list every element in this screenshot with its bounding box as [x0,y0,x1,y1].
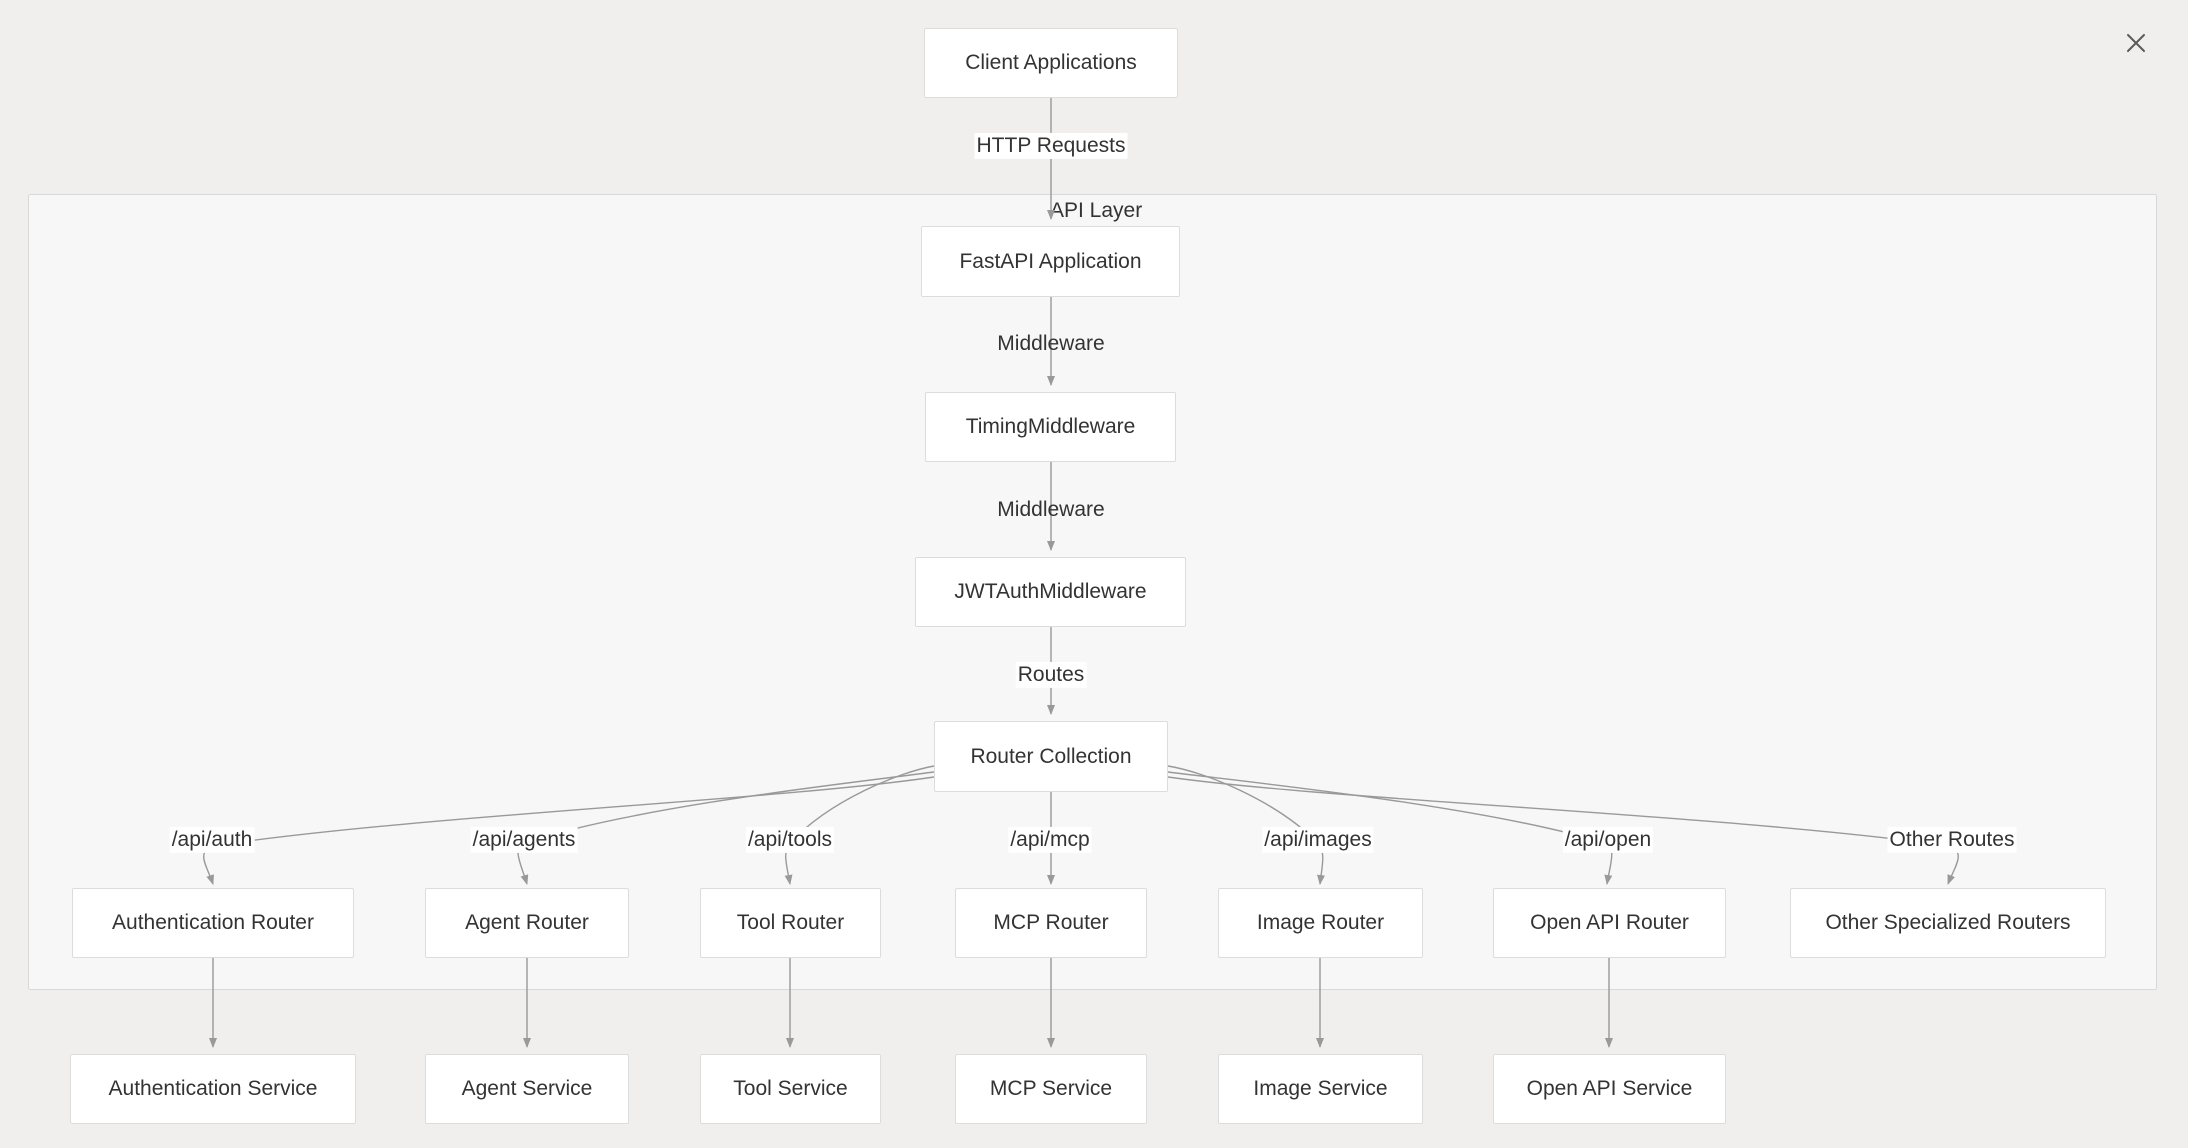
node-open-api-router[interactable]: Open API Router [1493,888,1726,958]
edge-label-middleware-2: Middleware [997,497,1105,521]
edge-label-api-open: /api/open [1562,826,1654,854]
node-authentication-service[interactable]: Authentication Service [70,1054,356,1124]
edge-label-api-agents: /api/agents [470,826,578,854]
subgraph-api-layer-label: API Layer [1050,199,1143,222]
node-agent-service[interactable]: Agent Service [425,1054,629,1124]
edge-label-api-images: /api/images [1262,826,1374,854]
node-fastapi-application[interactable]: FastAPI Application [921,226,1180,297]
node-mcp-service[interactable]: MCP Service [955,1054,1147,1124]
node-authentication-router[interactable]: Authentication Router [72,888,354,958]
edge-label-api-tools: /api/tools [745,826,835,854]
node-tool-router[interactable]: Tool Router [700,888,881,958]
node-mcp-router[interactable]: MCP Router [955,888,1147,958]
edge-label-api-auth: /api/auth [169,826,255,854]
edge-label-http-requests: HTTP Requests [974,132,1128,160]
node-router-collection[interactable]: Router Collection [934,721,1168,792]
edge-label-routes: Routes [1015,661,1087,689]
node-open-api-service[interactable]: Open API Service [1493,1054,1726,1124]
node-image-service[interactable]: Image Service [1218,1054,1423,1124]
node-jwt-auth-middleware[interactable]: JWTAuthMiddleware [915,557,1186,627]
node-timing-middleware[interactable]: TimingMiddleware [925,392,1176,462]
edge-label-middleware-1: Middleware [997,331,1105,355]
node-tool-service[interactable]: Tool Service [700,1054,881,1124]
node-other-specialized-routers[interactable]: Other Specialized Routers [1790,888,2106,958]
node-client-applications[interactable]: Client Applications [924,28,1178,98]
edge-label-api-mcp: /api/mcp [1008,826,1092,854]
close-icon[interactable] [2118,25,2154,61]
edge-label-other-routes: Other Routes [1887,826,2017,854]
node-agent-router[interactable]: Agent Router [425,888,629,958]
node-image-router[interactable]: Image Router [1218,888,1423,958]
